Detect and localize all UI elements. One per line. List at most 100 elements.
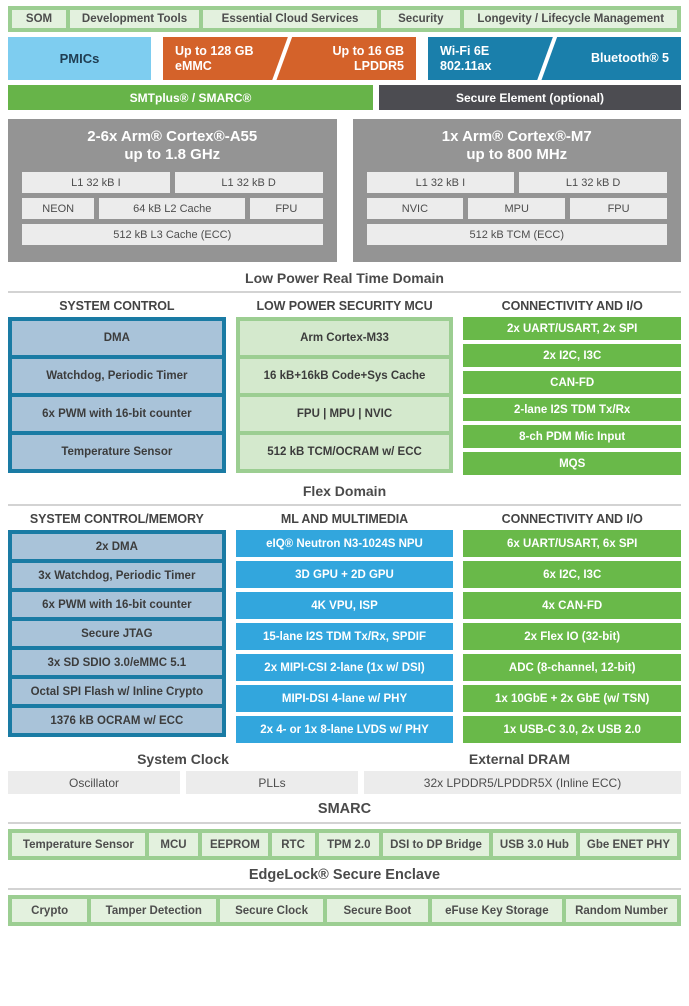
cpu-core-title-line1: 1x Arm® Cortex®-M7: [441, 128, 592, 145]
feature-cell: 2x 4- or 1x 8-lane LVDS w/ PHY: [235, 716, 454, 743]
smarc-chip: Temperature Sensor: [12, 833, 145, 856]
memory-wireless-band: PMICs Up to 128 GB eMMC Up to 16 GB LPDD…: [8, 37, 681, 80]
feature-cell: 4K VPU, ISP: [235, 592, 454, 619]
edgelock-chip: Crypto: [12, 899, 88, 922]
spacer: [419, 37, 425, 80]
smtplus-smarc-block: SMTplus® / SMARC®: [8, 85, 373, 110]
emmc-line1: Up to 128 GB: [175, 44, 254, 59]
domain-column: ML AND MULTIMEDIA eIQ® Neutron N3-1024S N…: [235, 512, 454, 743]
cpu-core-cell: L1 32 kB D: [174, 172, 323, 193]
smarc-chip: EEPROM: [202, 833, 268, 856]
feature-cell: DMA: [12, 321, 222, 355]
domain-divider: [8, 504, 681, 506]
cpu-core-cell: L1 32 kB I: [366, 172, 515, 193]
feature-cell: Arm Cortex-M33: [239, 321, 450, 355]
pmics-block: PMICs: [8, 37, 151, 80]
cpu-core-title-line1: 2-6x Arm® Cortex®-A55: [87, 128, 258, 145]
domain-column: CONNECTIVITY AND I/O 2x UART/USART, 2x SP…: [463, 299, 682, 475]
som-chip: Development Tools: [70, 10, 199, 28]
feature-cell: 16 kB+16kB Code+Sys Cache: [239, 359, 450, 393]
domain-column-group: DMA Watchdog, Periodic Timer 6x PWM with 1…: [8, 317, 226, 473]
feature-cell: 2x Flex IO (32-bit): [463, 623, 682, 650]
domain-column: LOW POWER SECURITY MCU Arm Cortex-M33 16 k…: [235, 299, 454, 475]
domain-column-title: CONNECTIVITY AND I/O: [501, 299, 643, 313]
edgelock-chip: Random Number: [565, 899, 677, 922]
smarc-chip: Gbe ENET PHY: [579, 833, 677, 856]
smarc-divider: [8, 822, 681, 824]
clock-dram-captions: System Clock External DRAM: [8, 751, 681, 767]
cpu-core-cell: 512 kB TCM (ECC): [366, 224, 667, 245]
feature-cell: 3x Watchdog, Periodic Timer: [12, 563, 222, 588]
feature-cell: 1x USB-C 3.0, 2x USB 2.0: [463, 716, 682, 743]
smarc-caption: SMARC: [317, 801, 372, 817]
emmc-line2: eMMC: [175, 58, 212, 73]
secure-element-block: Secure Element (optional): [379, 85, 681, 110]
feature-cell: 3D GPU + 2D GPU: [235, 561, 454, 588]
domain-column-title: CONNECTIVITY AND I/O: [501, 512, 643, 526]
memory-block: Up to 128 GB eMMC Up to 16 GB LPDDR5: [163, 37, 416, 80]
som-chip: Essential Cloud Services: [202, 10, 378, 28]
edgelock-chip: Secure Boot: [326, 899, 428, 922]
feature-cell: 6x I2C, I3C: [463, 561, 682, 588]
feature-cell: 1376 kB OCRAM w/ ECC: [12, 708, 222, 733]
feature-cell: Secure JTAG: [12, 621, 222, 646]
feature-cell: 6x PWM with 16-bit counter: [12, 397, 222, 431]
oscillator-block: Oscillator: [8, 771, 180, 794]
edgelock-caption-text: EdgeLock® Secure Enclave: [248, 867, 441, 883]
cpu-core-title-line2: up to 1.8 GHz: [124, 146, 221, 163]
external-dram-caption: External DRAM: [468, 751, 571, 767]
cpu-core-cell: NVIC: [366, 198, 464, 219]
spacer: [154, 37, 160, 80]
lpddr-block: Up to 16 GB LPDDR5: [290, 37, 417, 80]
domain-column-title: LOW POWER SECURITY MCU: [256, 299, 433, 313]
feature-cell: 3x SD SDIO 3.0/eMMC 5.1: [12, 650, 222, 675]
wireless-block: Wi-Fi 6E 802.11ax Bluetooth® 5: [428, 37, 681, 80]
edgelock-chip: eFuse Key Storage: [431, 899, 562, 922]
smarc-chip: USB 3.0 Hub: [492, 833, 576, 856]
smarc-chip: MCU: [148, 833, 199, 856]
cpu-core-cell: FPU: [570, 198, 667, 219]
dram-block: 32x LPDDR5/LPDDR5X (Inline ECC): [364, 771, 681, 794]
feature-cell: 2x DMA: [12, 534, 222, 559]
cpu-core-cell: 512 kB L3 Cache (ECC): [22, 224, 323, 245]
feature-cell: 1x 10GbE + 2x GbE (w/ TSN): [463, 685, 682, 712]
cpu-core-cell: FPU: [250, 198, 323, 219]
feature-cell: 2-lane I2S TDM Tx/Rx: [463, 398, 682, 421]
emmc-block: Up to 128 GB eMMC: [163, 37, 290, 80]
feature-cell: 8-ch PDM Mic Input: [463, 425, 682, 448]
lpddr-line2: LPDDR5: [353, 58, 404, 73]
edgelock-chip: Tamper Detection: [91, 899, 217, 922]
wifi-block: Wi-Fi 6E 802.11ax: [428, 37, 555, 80]
som-chip: Longevity / Lifecycle Management: [464, 10, 677, 28]
bluetooth-block: Bluetooth® 5: [591, 51, 669, 66]
cpu-core-row: 512 kB TCM (ECC): [366, 224, 667, 245]
smt-secure-band: SMTplus® / SMARC® Secure Element (option…: [8, 85, 681, 110]
cpu-core-cell: 64 kB L2 Cache: [99, 198, 246, 219]
feature-cell: FPU | MPU | NVIC: [239, 397, 450, 431]
feature-cell: 6x PWM with 16-bit counter: [12, 592, 222, 617]
system-clock-caption: System Clock: [137, 751, 229, 767]
feature-cell: CAN-FD: [463, 371, 682, 394]
cpu-core-row: 512 kB L3 Cache (ECC): [22, 224, 323, 245]
domain-column-title: ML AND MULTIMEDIA: [280, 512, 409, 526]
feature-cell: 512 kB TCM/OCRAM w/ ECC: [239, 435, 450, 469]
feature-cell: Watchdog, Periodic Timer: [12, 359, 222, 393]
cpu-core-cell: NEON: [22, 198, 95, 219]
edgelock-chip: Secure Clock: [220, 899, 323, 922]
